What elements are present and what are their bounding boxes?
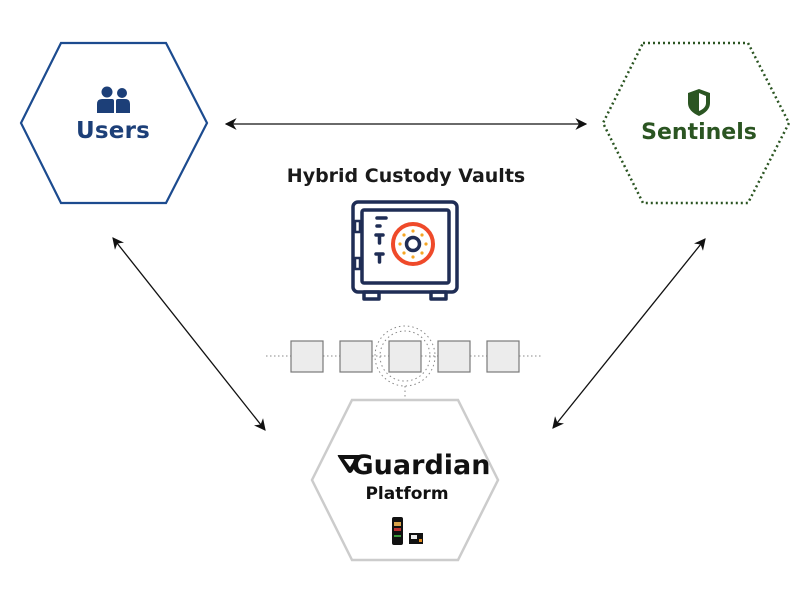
shield-icon (688, 89, 710, 116)
guardian-label: Guardian (351, 450, 491, 481)
edge-users-guardian (112, 237, 266, 431)
vault-title: Hybrid Custody Vaults (286, 165, 526, 187)
block (290, 340, 324, 373)
block (437, 340, 471, 373)
guardian-node-hexagon (310, 398, 500, 562)
block-highlighted (388, 340, 422, 373)
sentinels-node-hexagon (601, 41, 791, 205)
sentinels-label: Sentinels (641, 120, 757, 145)
safe-vault-icon (351, 200, 459, 301)
block (486, 340, 520, 373)
block (339, 340, 373, 373)
platform-label: Platform (365, 484, 449, 504)
highlight-ring-inner (379, 330, 431, 382)
users-icon (97, 86, 130, 113)
edge-sentinels-guardian (552, 238, 706, 429)
highlight-ring-outer (374, 325, 436, 387)
users-node-hexagon (19, 41, 209, 205)
users-label: Users (76, 118, 150, 144)
vault-dial-dots (398, 229, 428, 259)
hardware-devices-icon (392, 517, 423, 545)
guardian-logo-icon (337, 455, 362, 473)
blockchain (266, 325, 543, 398)
